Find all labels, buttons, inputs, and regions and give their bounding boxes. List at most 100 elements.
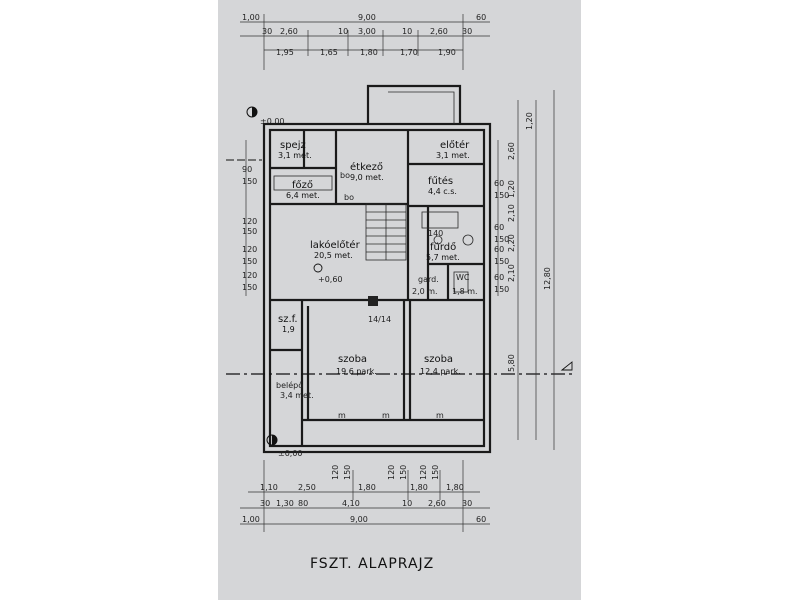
level-bottom-label: ±0,00 — [278, 449, 303, 458]
floor-plan-drawing: 1,00 9,00 60 30 2,60 10 3,00 10 2,60 30 … — [226, 13, 573, 572]
dim-bottom-2-c: 80 — [298, 499, 308, 508]
dim-bottom-2-b: 1,30 — [276, 499, 294, 508]
dim-top-3-c: 1,80 — [360, 48, 378, 57]
dim-left-2: 120 — [242, 217, 257, 226]
kitchen-counter — [273, 175, 333, 191]
room-name-spajz: spejz — [280, 140, 306, 151]
room-area-etkezo: 9,0 met. — [350, 173, 384, 182]
dim-right-b-0: 2,60 — [507, 142, 516, 160]
dim-right-a-1: 150 — [494, 191, 509, 200]
level-top-label: ±0,00 — [260, 117, 285, 126]
dim-bottom-1-e: 1,80 — [446, 483, 464, 492]
dim-right-b-2: 1,20 — [507, 180, 516, 198]
dim-left-3: 150 — [242, 227, 257, 236]
room-area-szf: 1,9 — [282, 325, 295, 334]
dim-bottom-2-f: 2,60 — [428, 499, 446, 508]
bottom-dimension-lines — [240, 460, 490, 532]
mark-stair-count: 14/14 — [368, 315, 391, 324]
room-area-szoba2: 12,4 park. — [420, 367, 461, 376]
dim-height-5: 150 — [431, 465, 440, 480]
room-name-belepo: belépő — [276, 380, 303, 390]
room-area-szoba1: 19,6 park. — [336, 367, 377, 376]
room-area-gard: 2,0 m. — [412, 287, 438, 296]
dim-bottom-1-c: 1,80 — [358, 483, 376, 492]
dim-height-2: 120 — [387, 465, 396, 480]
dim-left-7: 150 — [242, 283, 257, 292]
dim-bottom-2-g: 30 — [462, 499, 472, 508]
top-dimension-lines — [240, 14, 490, 70]
plan-title: FSZT. ALAPRAJZ — [310, 556, 434, 572]
dim-top-2-c: 10 — [338, 27, 348, 36]
dim-bottom-3-a: 1,00 — [242, 515, 260, 524]
dim-right-c-3: 12,80 — [543, 267, 552, 290]
room-name-etkezo: étkező — [350, 161, 383, 173]
mark-m-3: m — [436, 411, 444, 420]
dim-height-3: 150 — [399, 465, 408, 480]
dim-left-4: 120 — [242, 245, 257, 254]
dim-top-2-d: 3,00 — [358, 27, 376, 36]
mark-bo-1: bo — [340, 171, 350, 180]
dim-bottom-2-e: 10 — [402, 499, 412, 508]
room-area-wc: 1,8 m. — [452, 287, 478, 296]
room-name-futes: fűtés — [428, 175, 453, 187]
dim-bottom-1-a: 1,10 — [260, 483, 278, 492]
dim-right-a-2: 60 — [494, 223, 504, 232]
dim-top-2-a: 30 — [262, 27, 272, 36]
room-area-furdo: 5,7 met. — [426, 253, 460, 262]
dim-right-b-6: 2,20 — [507, 234, 516, 252]
mark-bo-2: bo — [344, 193, 354, 202]
room-name-szoba2: szoba — [424, 354, 453, 365]
dim-top-2-g: 30 — [462, 27, 472, 36]
section-line — [226, 361, 573, 375]
dim-bottom-2-a: 30 — [260, 499, 270, 508]
dim-bottom-1-b: 2,50 — [298, 483, 316, 492]
room-name-wc: WC — [456, 273, 470, 282]
dim-top-3-b: 1,65 — [320, 48, 338, 57]
dim-right-a-5: 150 — [494, 257, 509, 266]
dim-top-2-f: 2,60 — [430, 27, 448, 36]
mark-m-2: m — [382, 411, 390, 420]
dim-top-2-b: 2,60 — [280, 27, 298, 36]
room-name-lakoeloter: lakóelőtér — [310, 239, 361, 251]
room-area-fozo: 6,4 met. — [286, 191, 320, 200]
dim-right-b-4: 2,10 — [507, 204, 516, 222]
dim-right-a-3: 150 — [494, 235, 509, 244]
dim-top-3-e: 1,90 — [438, 48, 456, 57]
room-name-fozo: főző — [292, 179, 313, 191]
dim-left-5: 150 — [242, 257, 257, 266]
dim-right-b-11: 5,80 — [507, 354, 516, 372]
dim-height-1: 150 — [343, 465, 352, 480]
dim-bottom-1-d: 1,80 — [410, 483, 428, 492]
dim-right-a-4: 60 — [494, 245, 504, 254]
dim-left-1: 150 — [242, 177, 257, 186]
room-area-futes: 4,4 c.s. — [428, 187, 457, 196]
level-marker-mid — [313, 263, 323, 273]
dim-right-b-8: 2,10 — [507, 264, 516, 282]
room-name-gard: gard. — [418, 275, 439, 284]
level-marker-bottom — [266, 434, 278, 446]
dim-left-6: 120 — [242, 271, 257, 280]
room-name-szoba1: szoba — [338, 354, 367, 365]
room-area-eloter: 3,1 met. — [436, 151, 470, 160]
dim-right-a-0: 60 — [494, 179, 504, 188]
dim-right-a-7: 150 — [494, 285, 509, 294]
dim-top-1-c: 60 — [476, 13, 486, 22]
level-mid-label: +0,60 — [318, 275, 343, 284]
room-name-szf: sz.f. — [278, 314, 298, 325]
room-area-belepo: 3,4 met. — [280, 391, 314, 400]
chimney-mark — [368, 296, 378, 306]
room-name-furdo: fürdő — [430, 241, 456, 253]
mark-140: 140 — [428, 229, 443, 238]
dim-bottom-3-b: 9,00 — [350, 515, 368, 524]
dim-bottom-2-d: 4,10 — [342, 499, 360, 508]
dim-right-a-6: 60 — [494, 273, 504, 282]
dim-top-3-d: 1,70 — [400, 48, 418, 57]
room-area-lakoeloter: 20,5 met. — [314, 251, 353, 260]
level-marker-top — [246, 106, 258, 118]
dim-right-c-1: 1,20 — [525, 112, 534, 130]
dim-left-0: 90 — [242, 165, 252, 174]
dim-top-1-b: 9,00 — [358, 13, 376, 22]
dim-bottom-3-c: 60 — [476, 515, 486, 524]
staircase — [365, 203, 407, 261]
bathroom-fixtures — [421, 211, 474, 293]
